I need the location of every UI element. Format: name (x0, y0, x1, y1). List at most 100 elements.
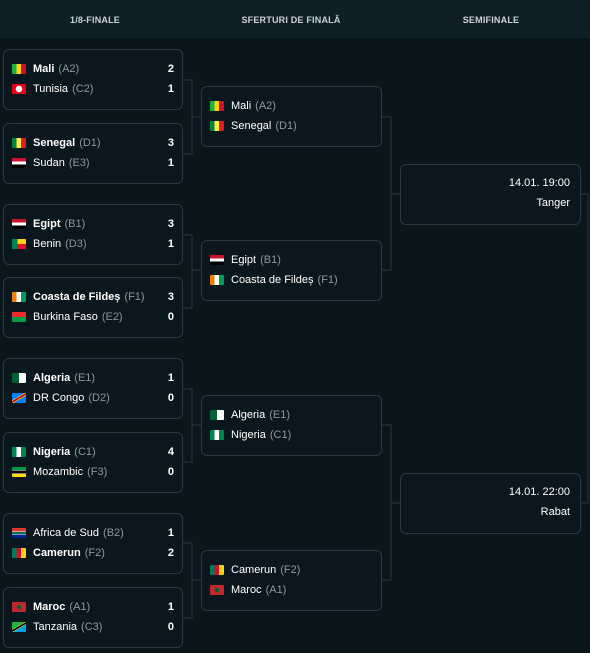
team-row: Tunisia(C2)1 (12, 82, 174, 96)
team-name: Algeria (33, 372, 71, 384)
match-datetime: 14.01. 19:00 (508, 177, 570, 189)
team-group: (D2) (88, 392, 110, 404)
mali-flag-icon (210, 101, 224, 111)
team-row: Tanzania(C3)0 (12, 620, 174, 634)
team-name: Sudan (33, 157, 65, 169)
match-card-qf[interactable]: Algeria(E1) Nigeria(C1) (201, 395, 382, 456)
match-card-qf[interactable]: Egipt(B1) Coasta de Fildeș(F1) (201, 240, 382, 301)
team-score: 0 (167, 311, 174, 323)
team-group: (D1) (275, 120, 297, 132)
team-group: (F1) (317, 274, 338, 286)
team-score: 3 (167, 291, 174, 303)
team-row: Mozambic(F3)0 (12, 465, 174, 479)
mozambique-flag-icon (12, 467, 26, 477)
team-row: Camerun(F2) 2 (12, 546, 174, 560)
team-group: (E1) (269, 409, 291, 421)
egypt-flag-icon (210, 255, 224, 265)
team-group: (F1) (124, 291, 145, 303)
semi-finals-title: SEMIFINALE (462, 15, 520, 25)
team-row: Nigeria(C1) (210, 428, 373, 442)
ivory-coast-flag-icon (12, 292, 26, 302)
team-name: Camerun (33, 547, 81, 559)
team-name: Nigeria (231, 429, 266, 441)
team-score: 2 (167, 547, 174, 559)
team-name: Benin (33, 238, 62, 250)
team-name: Senegal (33, 137, 76, 149)
team-row: Nigeria(C1)4 (12, 445, 174, 459)
team-group: (B1) (260, 254, 281, 266)
match-card-qf[interactable]: Camerun(F2)Maroc(A1) (201, 550, 382, 611)
cameroon-flag-icon (12, 548, 26, 558)
morocco-flag-icon (12, 602, 26, 612)
team-row: Maroc(A1)1 (12, 600, 174, 614)
team-row: Mali(A2)2 (12, 62, 174, 76)
team-name: Nigeria (33, 446, 71, 458)
team-row: Algeria(E1) (210, 408, 373, 422)
team-row: Mali(A2) (210, 99, 373, 113)
algeria-flag-icon (210, 410, 224, 420)
team-row: Senegal(D1)3 (12, 136, 174, 150)
burkina-faso-flag-icon (12, 312, 26, 322)
team-group: (A2) (255, 100, 276, 112)
team-score: 3 (167, 137, 174, 149)
sudan-flag-icon (12, 158, 26, 168)
team-row: Sudan(E3) 1 (12, 156, 174, 170)
match-card-qf[interactable]: Mali(A2) Senegal(D1) (201, 86, 382, 147)
team-group: (F2) (280, 564, 301, 576)
team-name: Mali (231, 100, 252, 112)
team-score: 0 (167, 621, 174, 633)
team-row: Benin(D3) 1 (12, 237, 174, 251)
team-row: Senegal(D1) (210, 119, 373, 133)
match-venue: Tanger (536, 197, 570, 209)
team-row: Burkina Faso(E2)0 (12, 310, 174, 324)
team-score: 1 (167, 238, 174, 250)
team-group: (C1) (269, 429, 292, 441)
team-score: 0 (167, 466, 174, 478)
team-score: 0 (167, 392, 174, 404)
team-name: Tanzania (33, 621, 78, 633)
ivory-coast-flag-icon (210, 275, 224, 285)
nigeria-flag-icon (210, 430, 224, 440)
team-name: Tunisia (33, 83, 69, 95)
team-group: (F3) (87, 466, 108, 478)
cameroon-flag-icon (210, 565, 224, 575)
team-row: Egipt(B1)3 (12, 217, 174, 231)
team-name: Coasta de Fildeș (33, 291, 121, 303)
team-group: (E3) (68, 157, 90, 169)
team-name: Coasta de Fildeș (231, 274, 314, 286)
round-of-16-title: 1/8-FINALE (69, 15, 120, 25)
team-group: (A1) (69, 601, 91, 613)
team-row: DR Congo(D2) 0 (12, 391, 174, 405)
team-name: Camerun (231, 564, 277, 576)
team-name: Maroc (231, 584, 262, 596)
team-score: 2 (167, 63, 174, 75)
morocco-flag-icon (210, 585, 224, 595)
team-group: (B2) (103, 527, 124, 539)
team-score: 1 (167, 83, 174, 95)
team-name: DR Congo (33, 392, 85, 404)
team-score: 3 (167, 218, 174, 230)
quarter-finals-title: SFERTURI DE FINALĂ (241, 15, 341, 25)
team-group: (D3) (65, 238, 87, 250)
team-group: (F2) (84, 547, 105, 559)
benin-flag-icon (12, 239, 26, 249)
team-score: 4 (167, 446, 174, 458)
team-name: Maroc (33, 601, 66, 613)
team-score: 1 (167, 157, 174, 169)
team-group: (E2) (101, 311, 123, 323)
team-name: Egipt (231, 254, 257, 266)
column-header-bar: 1/8-FINALE SFERTURI DE FINALĂ SEMIFINALE (0, 0, 590, 38)
team-group: (B1) (64, 218, 86, 230)
egypt-flag-icon (12, 219, 26, 229)
